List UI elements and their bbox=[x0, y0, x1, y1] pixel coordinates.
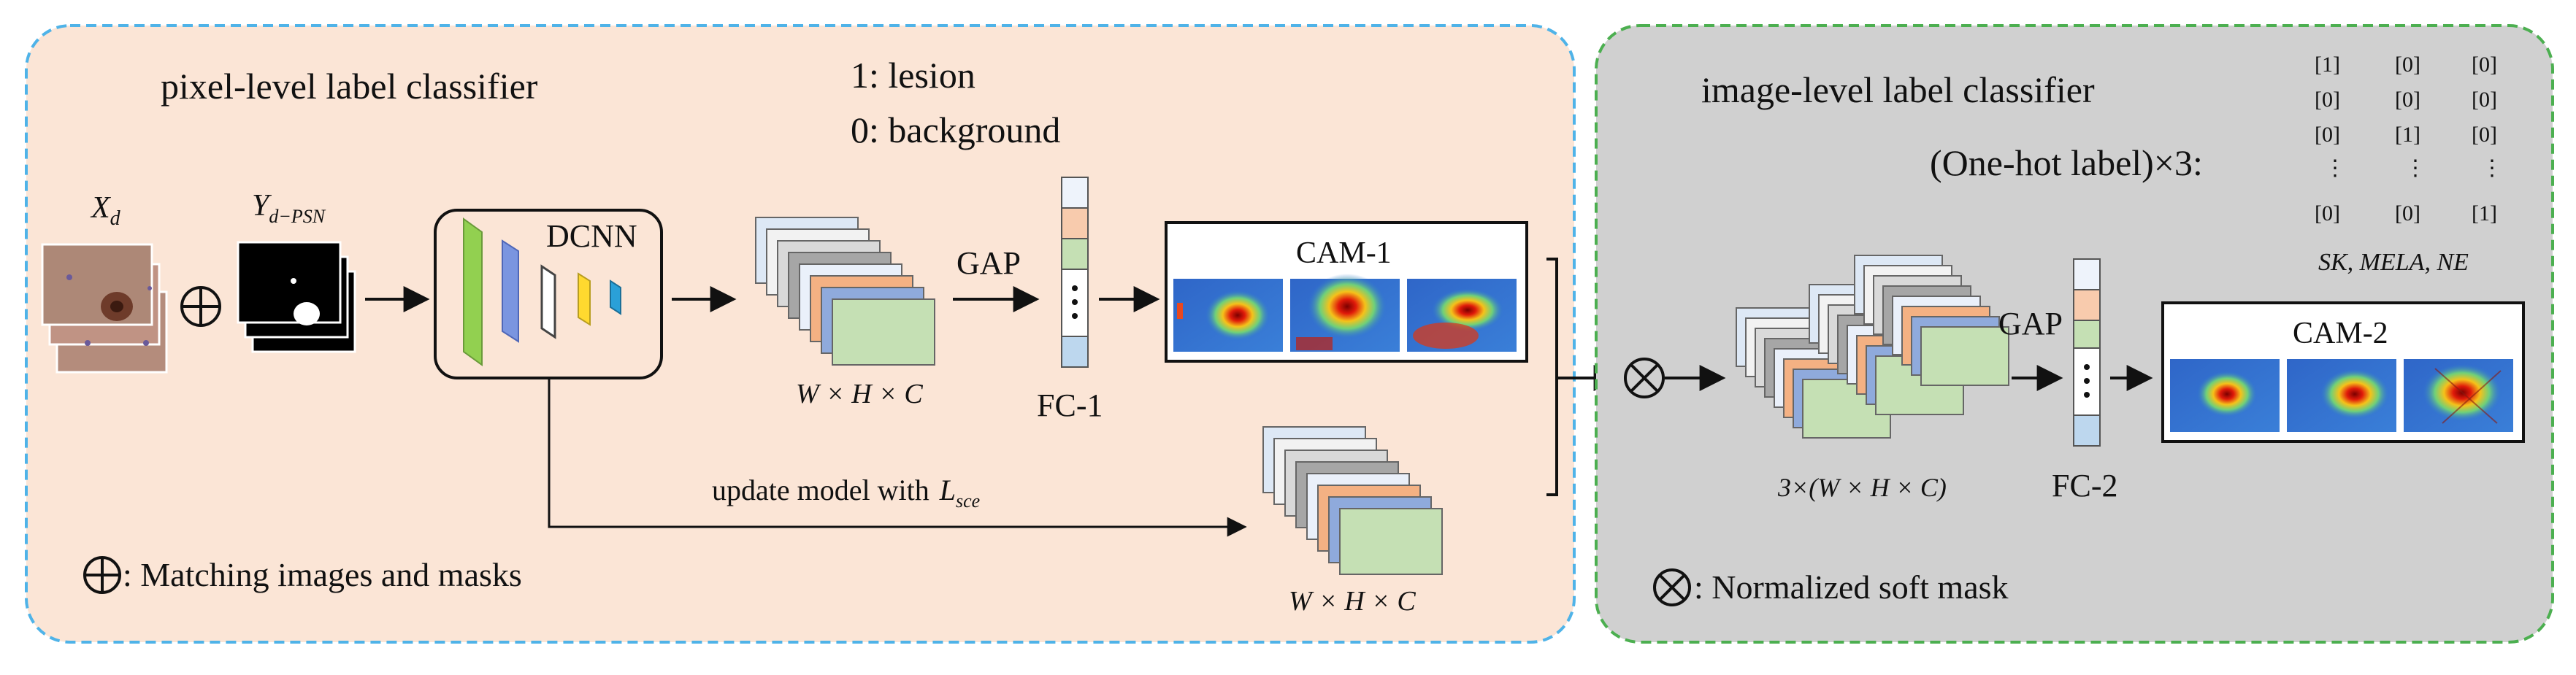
heatmap-icon bbox=[1290, 274, 1400, 352]
cam2-label: CAM-2 bbox=[2293, 317, 2388, 350]
class-names: SK, MELA, NE bbox=[2318, 249, 2469, 276]
matrix-cell: [1] bbox=[2472, 201, 2497, 225]
mask-label: Yd−PSN bbox=[252, 189, 326, 227]
fc1-vector bbox=[1061, 177, 1089, 368]
matrix-cell: [0] bbox=[2472, 123, 2497, 147]
dcnn-label: DCNN bbox=[546, 218, 637, 254]
feature-dim-label-2: W × H × C bbox=[1289, 586, 1416, 617]
heatmap-icon bbox=[2287, 359, 2396, 432]
matrix-cell: ⋮ bbox=[2481, 156, 2503, 180]
matching-note: : Matching images and masks bbox=[123, 556, 522, 593]
matrix-cell: [0] bbox=[2395, 201, 2420, 225]
matrix-cell: ⋮ bbox=[2404, 156, 2426, 180]
onehot-text: (One-hot label)×3: bbox=[1930, 142, 2203, 183]
ellipsis-icon bbox=[1072, 285, 1078, 319]
matrix-cell: [1] bbox=[2315, 53, 2340, 77]
feature-map-stack-1 bbox=[755, 217, 935, 366]
cam1-label: CAM-1 bbox=[1296, 236, 1392, 270]
cam2-block: CAM-2 bbox=[2161, 301, 2525, 443]
left-panel-background bbox=[25, 24, 1576, 644]
gap-label-1: GAP bbox=[957, 245, 1021, 281]
input-image-label: Xd bbox=[90, 191, 121, 230]
feature-dim-label-1: W × H × C bbox=[796, 379, 923, 409]
matrix-cell: [0] bbox=[2395, 88, 2420, 112]
fc2-vector bbox=[2073, 258, 2101, 447]
ellipsis-icon bbox=[2084, 364, 2090, 398]
feature-dim-label-3: 3×(W × H × C) bbox=[1777, 473, 1947, 502]
pixel-level-panel: pixel-level label classifier 1: lesion 0… bbox=[25, 24, 1576, 644]
matrix-cell: [0] bbox=[2315, 88, 2340, 112]
onehot-matrix: [1] [0] [0] [0] [0] [0] [0] [1] [0] ⋮ ⋮ … bbox=[2315, 53, 2503, 225]
matrix-cell: [0] bbox=[2472, 53, 2497, 77]
feature-map-stack-3 bbox=[1736, 255, 2009, 439]
heatmap-icon bbox=[1173, 279, 1283, 352]
cam1-block: CAM-1 bbox=[1165, 221, 1528, 363]
legend-lesion: 1: lesion bbox=[851, 55, 975, 96]
oplus-icon bbox=[83, 556, 121, 594]
fc1-label: FC-1 bbox=[1037, 387, 1103, 423]
oplus-icon bbox=[180, 286, 221, 327]
image-level-panel: image-level label classifier (One-hot la… bbox=[1595, 24, 2554, 644]
gap-label-2: GAP bbox=[1998, 306, 2063, 342]
left-panel-title: pixel-level label classifier bbox=[161, 66, 538, 107]
feature-map-stack-2 bbox=[1262, 426, 1443, 575]
right-panel-title: image-level label classifier bbox=[1701, 69, 2095, 110]
otimes-icon bbox=[1624, 358, 1665, 398]
matrix-cell: [1] bbox=[2395, 123, 2420, 147]
heatmap-icon bbox=[2404, 359, 2513, 432]
matrix-cell: [0] bbox=[2472, 88, 2497, 112]
heatmap-icon bbox=[2170, 359, 2280, 432]
update-path bbox=[548, 378, 1247, 537]
matrix-cell: ⋮ bbox=[2324, 156, 2346, 180]
otimes-icon bbox=[1653, 568, 1691, 606]
soft-mask-note: : Normalized soft mask bbox=[1694, 568, 2009, 606]
heatmap-icon bbox=[1407, 279, 1517, 352]
dcnn-block: DCNN bbox=[434, 209, 663, 379]
input-image-stack bbox=[41, 243, 168, 374]
matrix-cell: [0] bbox=[2395, 53, 2420, 77]
matrix-cell: [0] bbox=[2315, 201, 2340, 225]
mask-stack bbox=[237, 241, 356, 353]
fc2-label: FC-2 bbox=[2052, 468, 2117, 504]
matrix-cell: [0] bbox=[2315, 123, 2340, 147]
legend-background: 0: background bbox=[851, 109, 1060, 150]
